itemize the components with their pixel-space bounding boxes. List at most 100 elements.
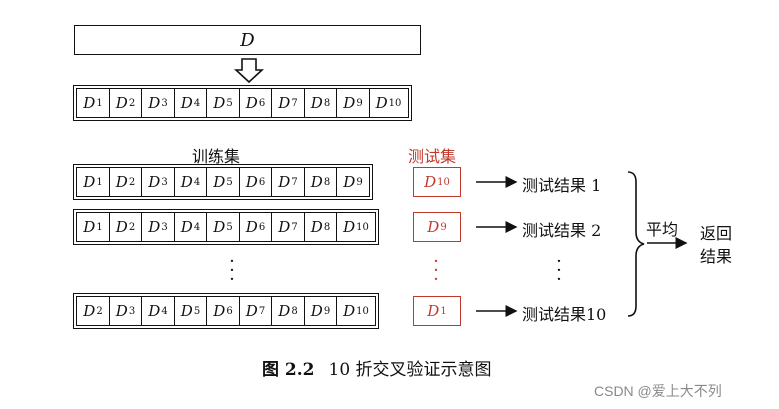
output-label-line2: 结果	[700, 247, 733, 266]
fold-name: D	[213, 94, 226, 112]
fold-index: 7	[291, 97, 298, 109]
fold-name: D	[148, 302, 161, 320]
fold-index: 1	[96, 176, 103, 188]
fold-name: D	[83, 218, 96, 236]
fold-name: D	[278, 218, 291, 236]
fold-index: 3	[128, 305, 136, 317]
fold-name: D	[148, 173, 161, 191]
fold-name: D	[148, 94, 161, 112]
fold-index: 7	[291, 221, 298, 233]
fold-name: D	[310, 94, 323, 112]
fold-name: D	[115, 94, 128, 112]
test-result-1: 测试结果 1	[522, 176, 602, 195]
fold-name: D	[148, 218, 161, 236]
fold-name: D	[424, 173, 437, 191]
fold-index: 3	[161, 221, 168, 233]
fold-name: D	[278, 173, 291, 191]
fold-index: 4	[193, 221, 201, 233]
fold-name: D	[180, 302, 193, 320]
fold-name: D	[245, 302, 258, 320]
fold-name: D	[343, 94, 356, 112]
caption-number: 图 2.2	[262, 360, 315, 380]
fold-index: 7	[258, 305, 266, 317]
fold-index: 2	[128, 221, 136, 233]
fold-name: D	[115, 218, 128, 236]
average-arrow-icon	[647, 237, 688, 249]
fold-name: D	[83, 94, 96, 112]
fold-name: D	[343, 302, 356, 320]
fold-name: D	[180, 218, 193, 236]
fold-index: 9	[356, 176, 363, 188]
fold-name: D	[310, 302, 323, 320]
fold-index: 4	[161, 305, 168, 317]
test-result-10: 测试结果10	[522, 305, 607, 324]
fold-name: D	[427, 302, 440, 320]
fold-index: 10	[388, 97, 402, 109]
fold-index: 4	[193, 97, 201, 109]
fold-name: D	[180, 173, 193, 191]
fold-name: D	[343, 218, 356, 236]
fold-index: 10	[356, 221, 369, 233]
fold-index: 8	[291, 305, 298, 317]
aggregate-brace	[627, 171, 645, 317]
fold-name: D	[245, 218, 258, 236]
fold-name: D	[83, 302, 96, 320]
fold-index: 5	[226, 176, 233, 188]
fold-index: 3	[161, 97, 168, 109]
fold-index: 5	[226, 221, 233, 233]
split-arrow-icon	[234, 58, 264, 84]
watermark: CSDN @爱上大不列	[594, 383, 722, 399]
fold-name: D	[115, 302, 128, 320]
fold-index: 3	[161, 176, 168, 188]
fold-index: 2	[128, 97, 136, 109]
train-set-label: 训练集	[192, 147, 241, 166]
fold-name: D	[245, 94, 258, 112]
fold-index: 7	[291, 176, 298, 188]
fold-index: 6	[258, 97, 266, 109]
output-label-line1: 返回	[700, 224, 733, 243]
fold-index: 9	[356, 97, 363, 109]
test-result-2: 测试结果 2	[522, 221, 602, 240]
fold-name: D	[310, 218, 323, 236]
result-arrows	[476, 176, 518, 317]
fold-name: D	[278, 302, 291, 320]
fold-index: 5	[226, 97, 233, 109]
fold-index: 1	[440, 305, 447, 317]
fold-name: D	[115, 173, 128, 191]
fold-name: D	[343, 173, 356, 191]
fold-name: D	[180, 94, 193, 112]
fold-index: 2	[128, 176, 136, 188]
full-dataset-box: D	[74, 25, 421, 55]
